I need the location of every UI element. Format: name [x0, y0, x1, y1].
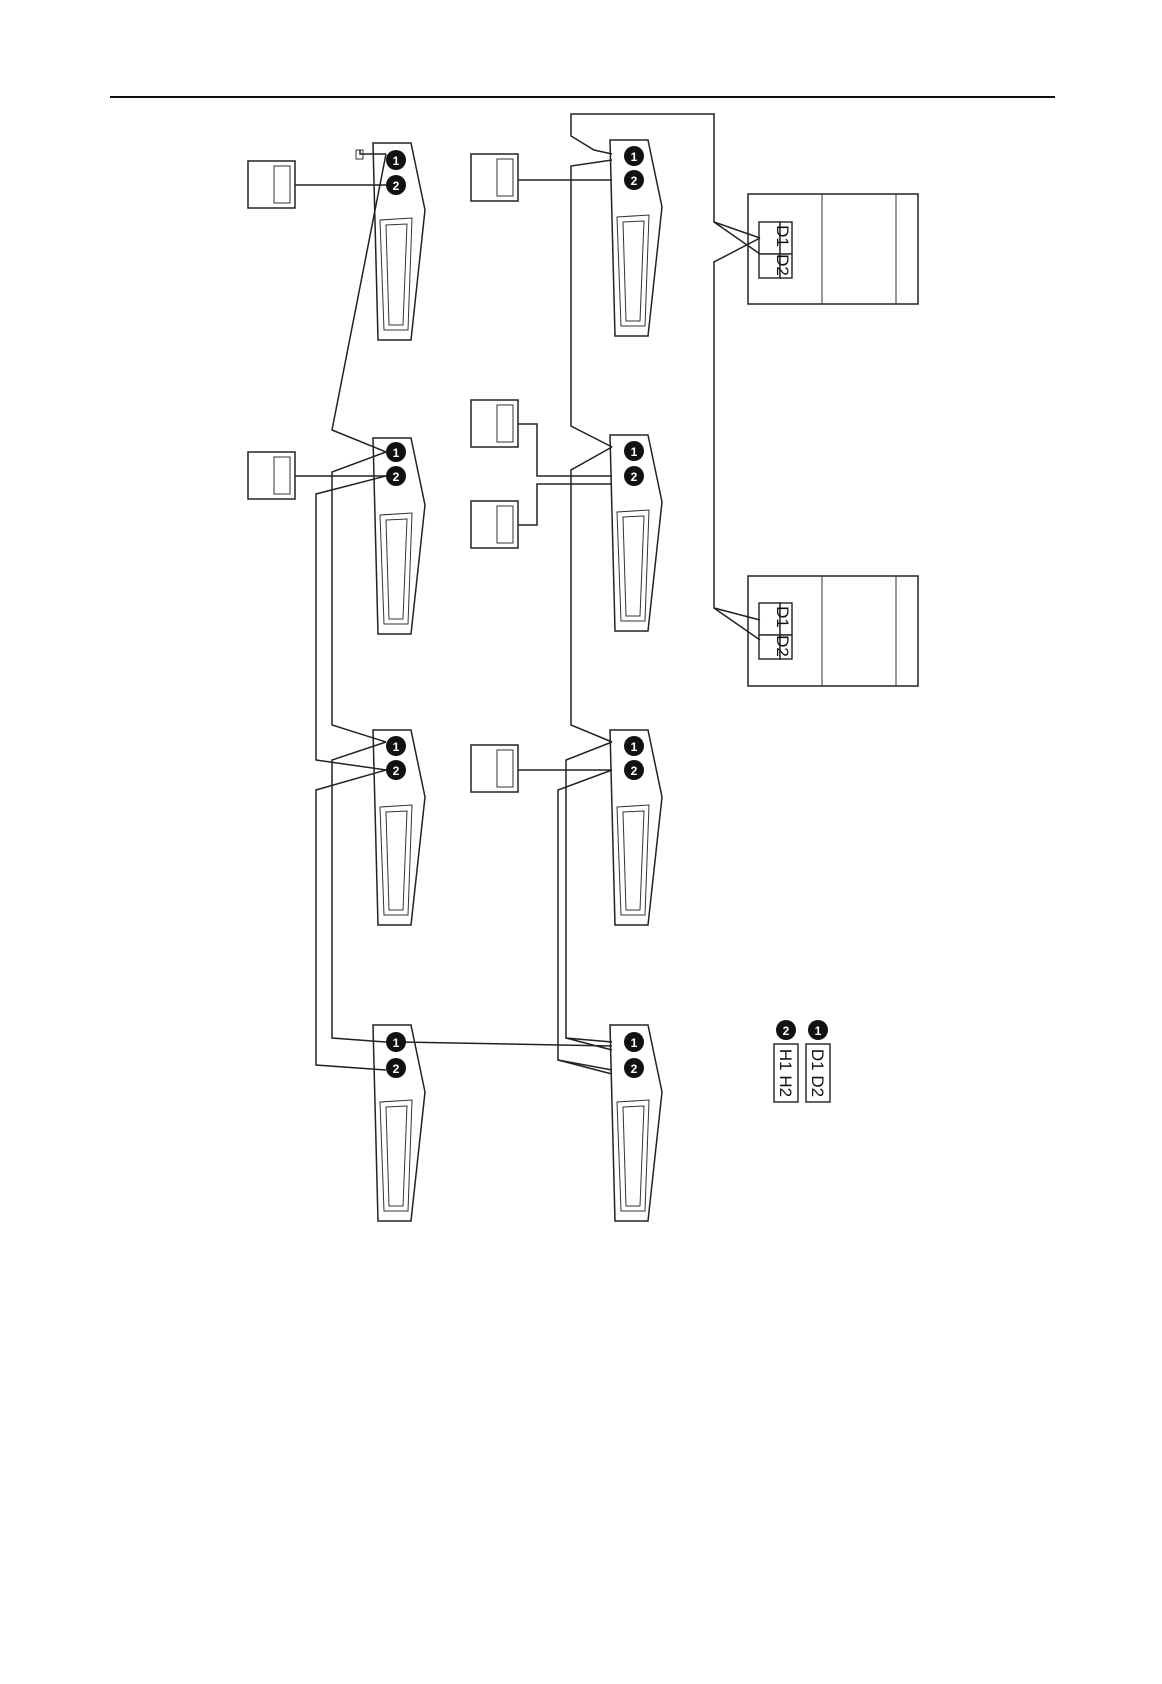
legend-h1h2-label: H1 H2 — [776, 1049, 795, 1097]
terminal-d1-label: D1 — [773, 606, 792, 628]
svg-text:2: 2 — [631, 1062, 638, 1076]
svg-text:1: 1 — [631, 445, 638, 459]
legend-d1d2-label: D1 D2 — [808, 1049, 827, 1097]
indoor-unit-left-1 — [373, 143, 425, 340]
indoor-unit-left-4 — [373, 1025, 425, 1221]
remote-controller-1 — [248, 161, 295, 208]
outdoor-unit-1: D1 D2 — [748, 194, 918, 304]
badge-1-icon: 1 — [624, 1032, 644, 1052]
terminal-d1-label: D1 — [773, 225, 792, 247]
badge-1-icon: 1 — [386, 150, 406, 170]
badge-1-icon: 1 — [624, 441, 644, 461]
svg-text:2: 2 — [393, 470, 400, 484]
badge-1-icon: 1 — [386, 1032, 406, 1052]
badge-2-icon: 2 — [624, 760, 644, 780]
svg-text:1: 1 — [393, 740, 400, 754]
svg-text:2: 2 — [393, 179, 400, 193]
svg-text:1: 1 — [631, 150, 638, 164]
remote-controller-5 — [471, 501, 518, 548]
badge-2-icon: 2 — [624, 170, 644, 190]
indoor-unit-right-1 — [610, 140, 662, 336]
indoor-unit-right-3 — [610, 730, 662, 925]
legend: 1 D1 D2 2 H1 H2 — [774, 1020, 830, 1102]
badge-2-icon: 2 — [386, 1058, 406, 1078]
legend-row-1: 1 D1 D2 — [806, 1020, 830, 1102]
legend-badge-2-text: 2 — [783, 1024, 790, 1038]
svg-text:1: 1 — [393, 446, 400, 460]
svg-text:1: 1 — [631, 1036, 638, 1050]
legend-row-2: 2 H1 H2 — [774, 1020, 798, 1102]
outdoor-terminal-block: D1 D2 — [759, 603, 792, 659]
badge-2-icon: 2 — [386, 175, 406, 195]
svg-text:1: 1 — [393, 1036, 400, 1050]
svg-text:2: 2 — [393, 764, 400, 778]
svg-text:2: 2 — [393, 1062, 400, 1076]
svg-text:1: 1 — [393, 154, 400, 168]
indoor-unit-right-4 — [610, 1025, 662, 1221]
indoor-unit-right-2 — [610, 435, 662, 631]
badge-2-icon: 2 — [624, 466, 644, 486]
badge-1-icon: 1 — [624, 736, 644, 756]
badge-1-icon: 1 — [386, 736, 406, 756]
indoor-unit-left-3 — [373, 730, 425, 925]
outdoor-terminal-block: D1 D2 — [759, 222, 792, 278]
terminal-d2-label: D2 — [773, 635, 792, 657]
remote-controller-4 — [471, 400, 518, 447]
svg-text:2: 2 — [631, 764, 638, 778]
legend-badge-1-text: 1 — [815, 1024, 822, 1038]
badge-1-icon: 1 — [386, 442, 406, 462]
svg-text:1: 1 — [631, 740, 638, 754]
remote-controller-2 — [248, 452, 295, 499]
outdoor-unit-2: D1 D2 — [748, 576, 918, 686]
svg-text:2: 2 — [631, 470, 638, 484]
badge-2-icon: 2 — [624, 1058, 644, 1078]
terminal-d2-label: D2 — [773, 254, 792, 276]
remote-controller-6 — [471, 745, 518, 792]
remote-controller-3 — [471, 154, 518, 201]
badge-2-icon: 2 — [386, 466, 406, 486]
indoor-badges: 1 2 1 2 1 2 1 2 1 2 1 2 1 2 1 2 — [386, 146, 644, 1078]
badge-1-icon: 1 — [624, 146, 644, 166]
svg-text:2: 2 — [631, 174, 638, 188]
badge-2-icon: 2 — [386, 760, 406, 780]
wiring — [295, 114, 760, 1074]
